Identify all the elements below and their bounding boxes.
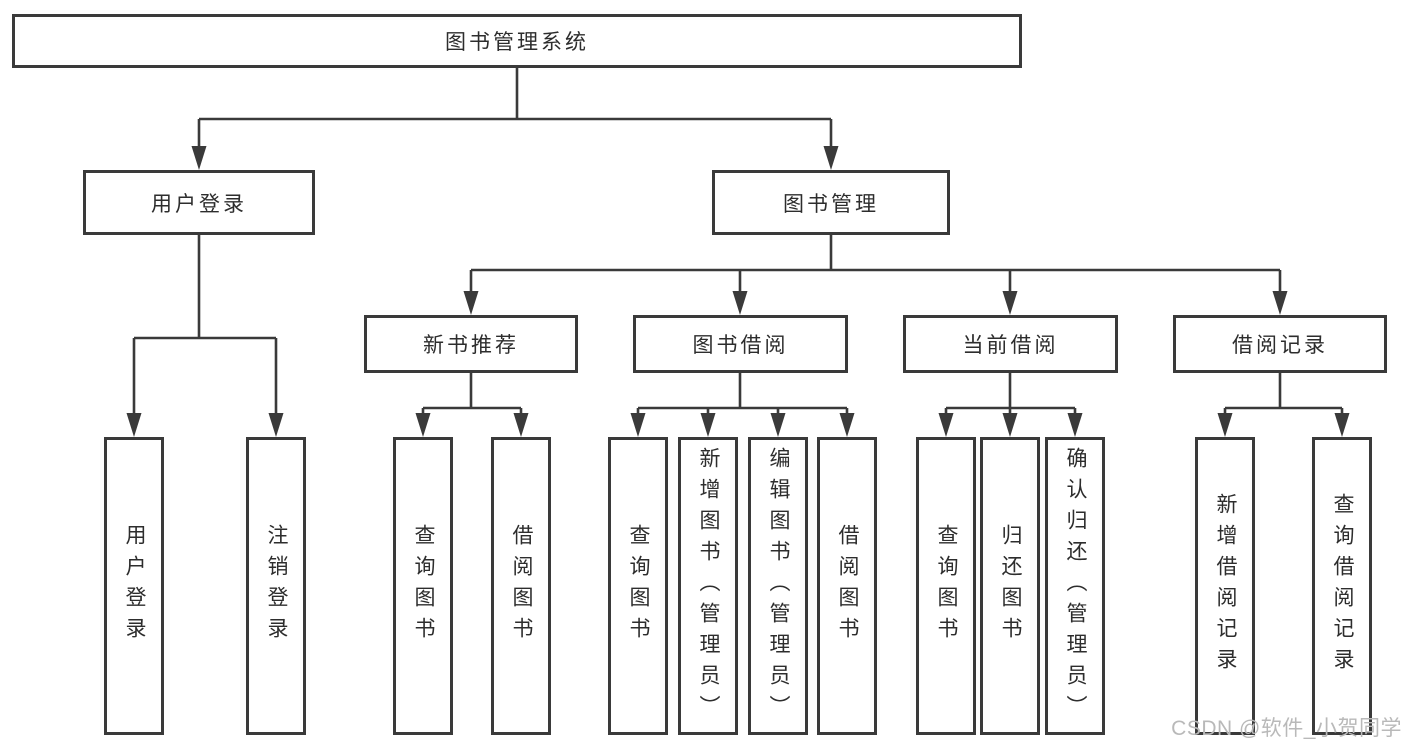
leaf-borrow-books-recommend: 借阅图书 (491, 437, 551, 735)
leaf-user-login: 用户登录 (104, 437, 164, 735)
leaf-query-books-borrow: 查询图书 (608, 437, 668, 735)
node-borrowing-records: 借阅记录 (1173, 315, 1387, 373)
node-book-management: 图书管理 (712, 170, 950, 235)
leaf-add-borrow-record: 新增借阅记录 (1195, 437, 1255, 735)
arrow-down-icon (1334, 413, 1350, 437)
arrow-down-icon (1217, 413, 1233, 437)
node-user-login: 用户登录 (83, 170, 315, 235)
node-new-book-recommendation: 新书推荐 (364, 315, 578, 373)
arrow-down-icon (839, 413, 855, 437)
edge-book-management-to-modules (463, 235, 1288, 315)
arrow-down-icon (1067, 413, 1083, 437)
arrow-down-icon (630, 413, 646, 437)
node-book-borrowing: 图书借阅 (633, 315, 848, 373)
node-library-system: 图书管理系统 (12, 14, 1022, 68)
leaf-query-borrow-record: 查询借阅记录 (1312, 437, 1372, 735)
arrow-down-icon (126, 413, 142, 437)
edge-book-borrow-to-children (630, 373, 855, 437)
leaf-borrow-books: 借阅图书 (817, 437, 877, 735)
arrow-down-icon (732, 291, 748, 315)
csdn-watermark: CSDN @软件_小贺同学 (1171, 717, 1402, 740)
node-current-borrowing: 当前借阅 (903, 315, 1118, 373)
arrow-down-icon (1272, 291, 1288, 315)
arrow-down-icon (268, 413, 284, 437)
edge-root-to-branches (191, 68, 839, 170)
leaf-confirm-return-admin: 确认归还（管理员） (1045, 437, 1105, 735)
arrow-down-icon (938, 413, 954, 437)
leaf-return-books: 归还图书 (980, 437, 1040, 735)
leaf-edit-books-admin: 编辑图书（管理员） (748, 437, 808, 735)
arrow-down-icon (700, 413, 716, 437)
arrow-down-icon (1002, 291, 1018, 315)
leaf-logout: 注销登录 (246, 437, 306, 735)
edge-new-book-to-children (415, 373, 529, 437)
arrow-down-icon (823, 146, 839, 170)
edge-current-borrow-to-children (938, 373, 1083, 437)
arrow-down-icon (191, 146, 207, 170)
edge-user-login-to-children (126, 235, 284, 437)
leaf-add-books-admin: 新增图书（管理员） (678, 437, 738, 735)
leaf-query-books-current: 查询图书 (916, 437, 976, 735)
arrow-down-icon (513, 413, 529, 437)
arrow-down-icon (463, 291, 479, 315)
edge-records-to-children (1217, 373, 1350, 437)
arrow-down-icon (1002, 413, 1018, 437)
arrow-down-icon (415, 413, 431, 437)
leaf-query-books-recommend: 查询图书 (393, 437, 453, 735)
arrow-down-icon (770, 413, 786, 437)
